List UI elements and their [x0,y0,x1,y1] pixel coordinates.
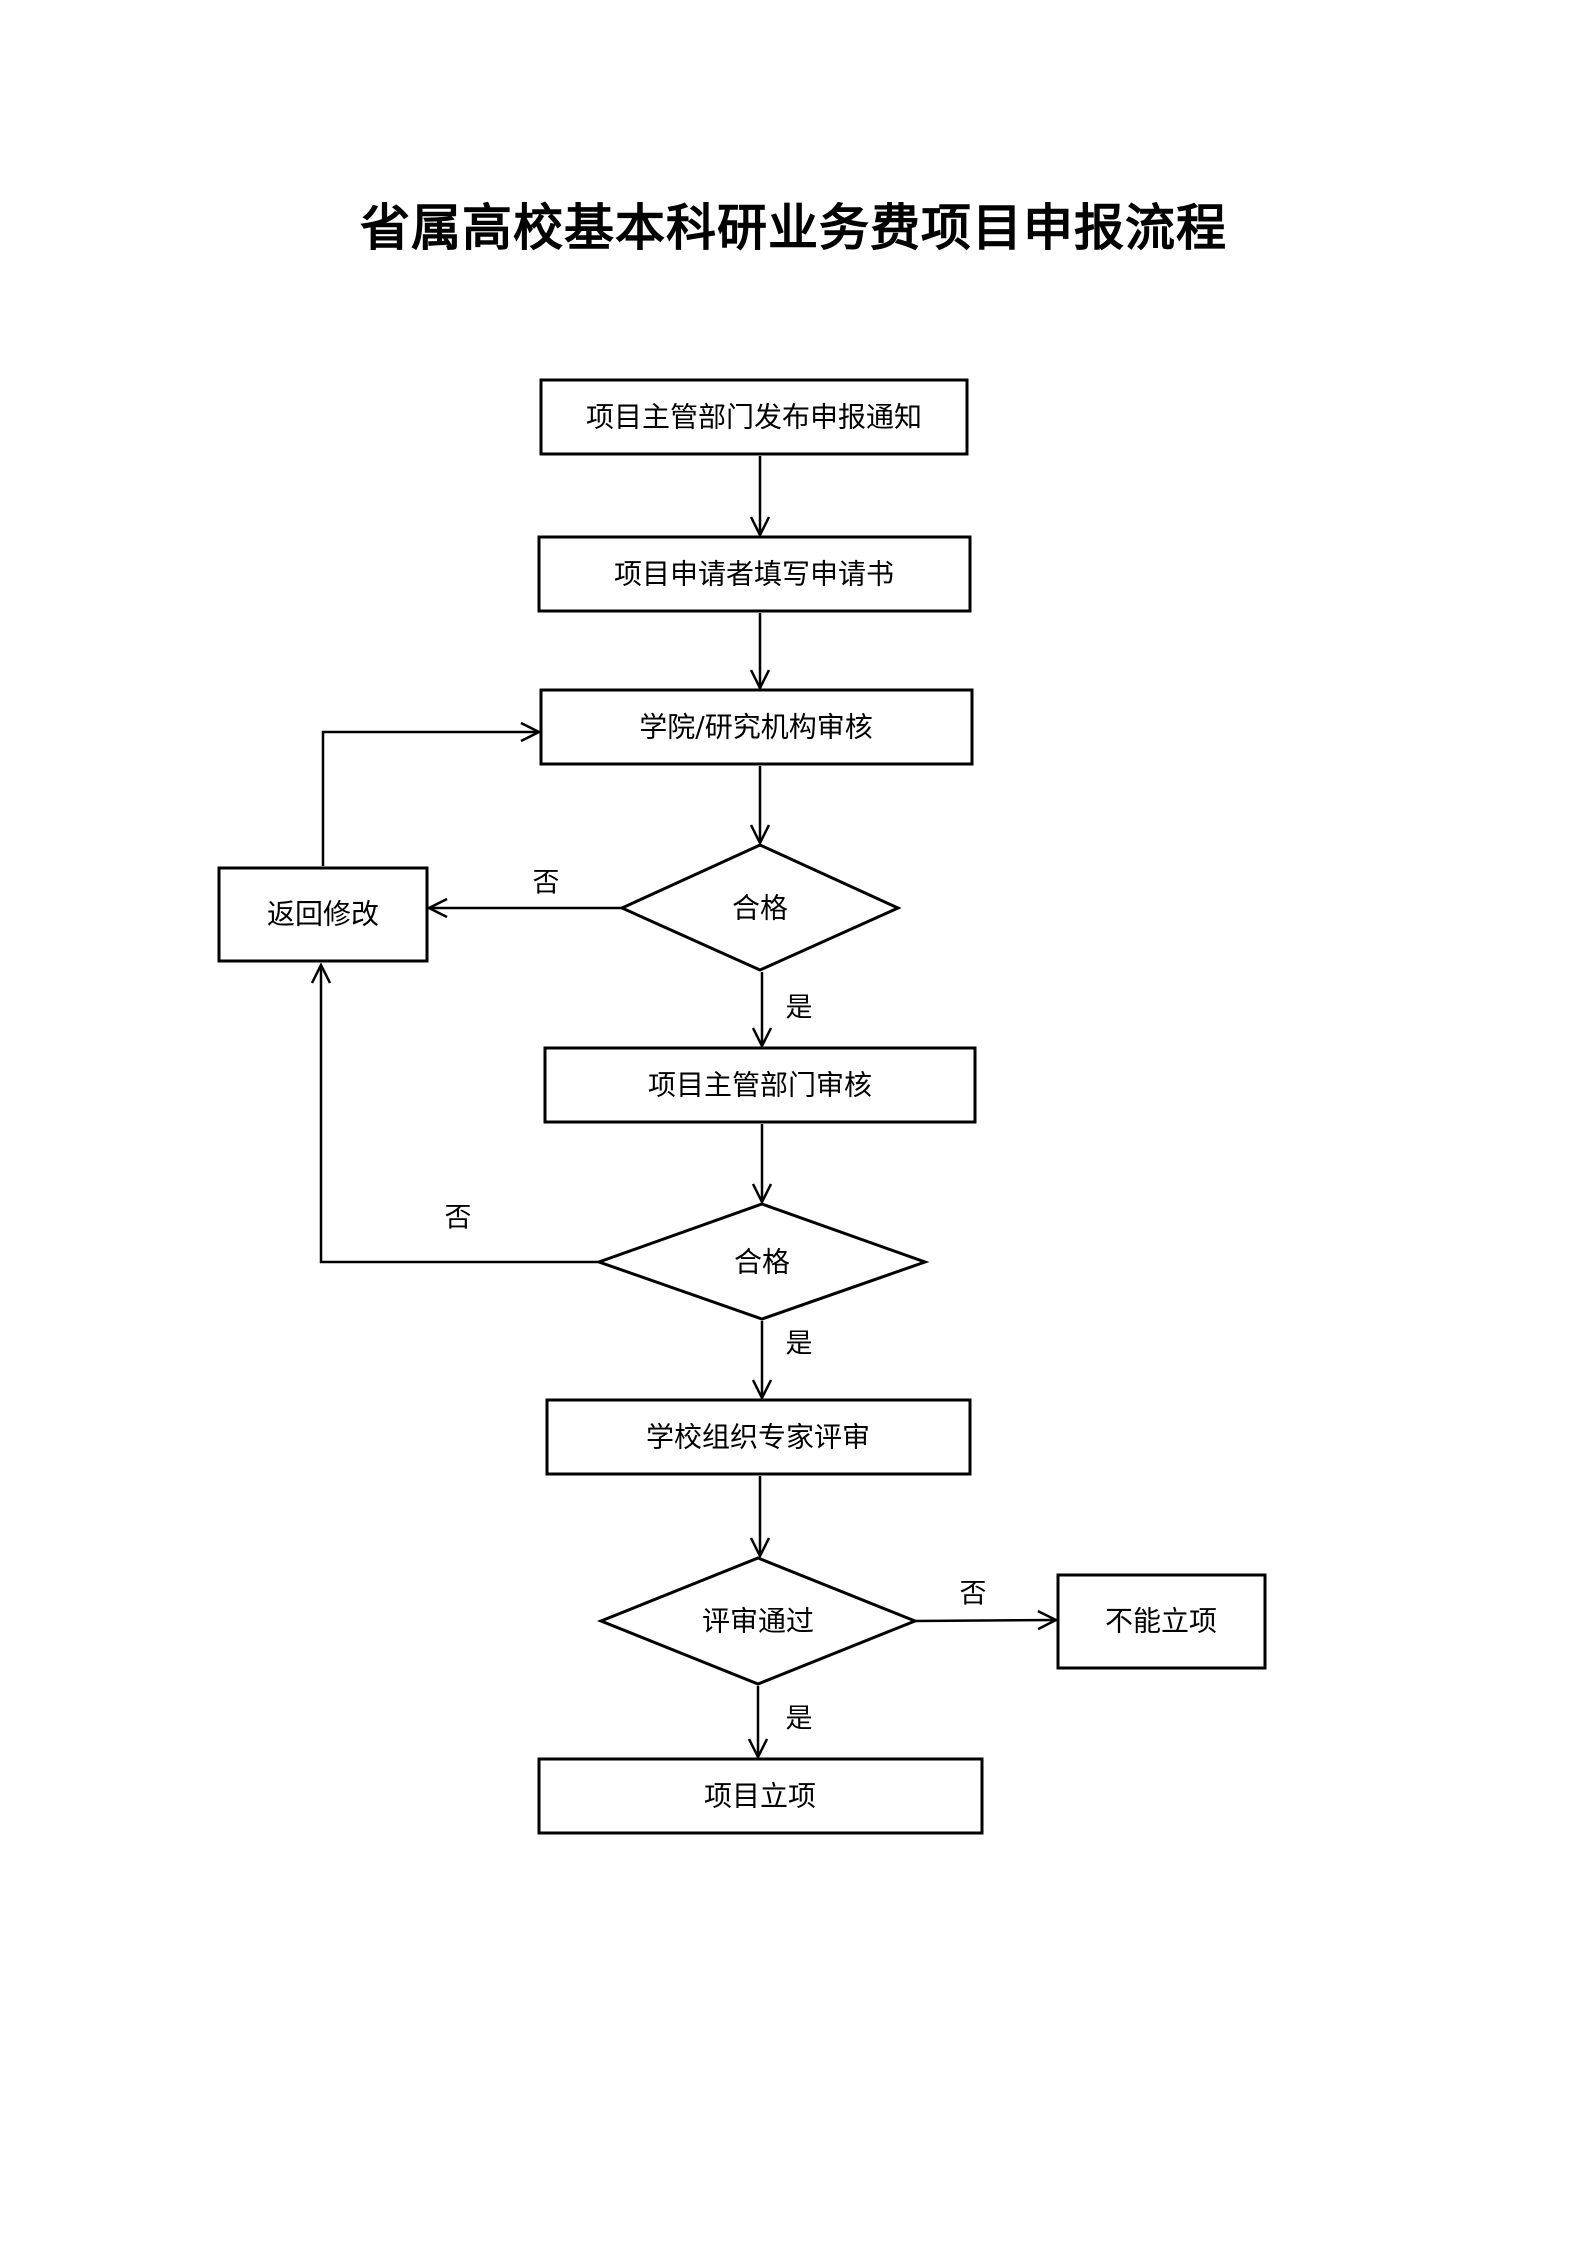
decision-1: 合格 [618,843,902,972]
decision-2-label: 合格 [734,1246,790,1279]
decision-1-label: 合格 [732,892,788,925]
node-college-review: 学院/研究机构审核 [539,688,974,766]
edge-decision-3-no-to-reject [914,1620,1056,1621]
edge-label-d3-no: 否 [960,1579,987,1610]
edge-return-modify-to-college-review [321,732,539,866]
node-return-modify-label: 返回修改 [267,898,379,931]
node-dept-review-label: 项目主管部门审核 [648,1069,872,1102]
node-fill-form: 项目申请者填写申请书 [537,535,972,613]
node-expert-review-label: 学校组织专家评审 [646,1421,870,1454]
node-fill-form-label: 项目申请者填写申请书 [614,558,894,591]
decision-3: 评审通过 [596,1556,920,1686]
node-college-review-label: 学院/研究机构审核 [639,711,872,744]
node-expert-review: 学校组织专家评审 [545,1398,972,1476]
node-approved-label: 项目立项 [704,1780,816,1813]
node-return-modify: 返回修改 [217,866,429,963]
node-notice: 项目主管部门发布申报通知 [539,378,969,456]
edge-decision-2-no-to-return-modify [321,965,599,1264]
node-reject: 不能立项 [1056,1573,1267,1670]
edge-label-d2-yes: 是 [786,1329,813,1360]
edge-label-d2-no: 否 [445,1203,472,1234]
node-dept-review: 项目主管部门审核 [543,1046,977,1124]
edge-label-d1-no: 否 [533,868,560,899]
page-title: 省属高校基本科研业务费项目申报流程 [360,198,1227,257]
edge-label-d1-yes: 是 [786,993,813,1024]
node-reject-label: 不能立项 [1105,1605,1217,1638]
edge-label-d3-yes: 是 [786,1704,813,1735]
node-approved: 项目立项 [537,1757,984,1835]
decision-3-label: 评审通过 [702,1605,814,1638]
node-notice-label: 项目主管部门发布申报通知 [586,401,922,434]
decision-2: 合格 [594,1202,930,1321]
